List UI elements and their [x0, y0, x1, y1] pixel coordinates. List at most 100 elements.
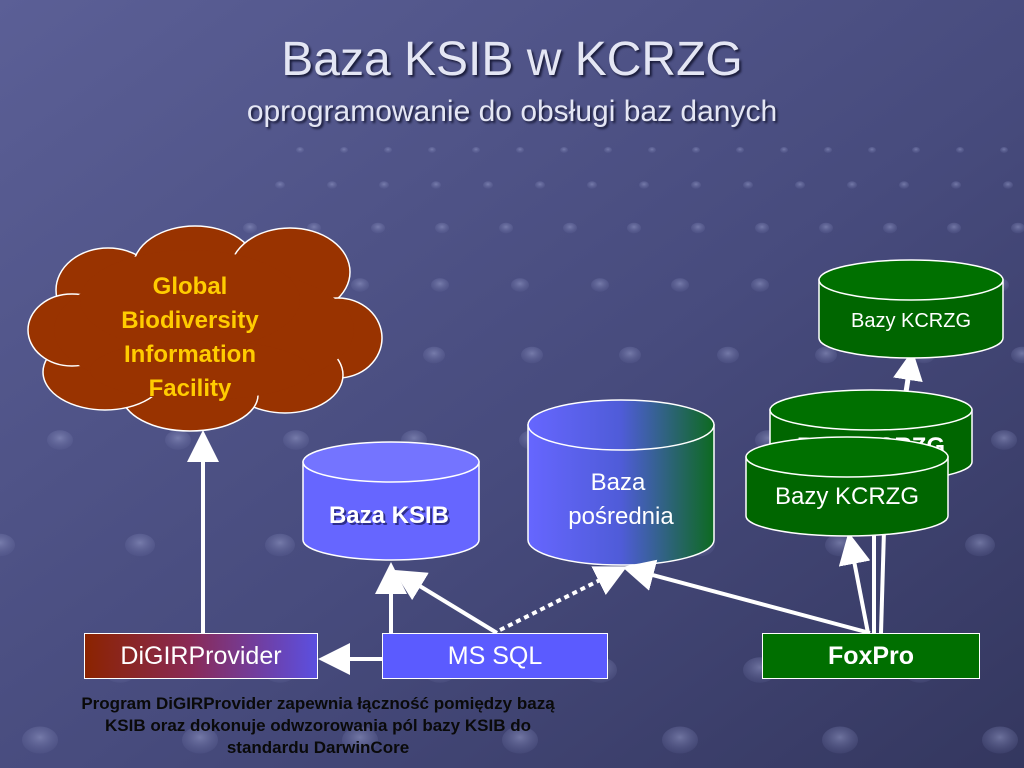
background-dot — [1011, 346, 1024, 364]
arrow-foxpro-to-kcrzg-front — [838, 532, 871, 634]
background-dot — [560, 147, 568, 153]
background-dot — [535, 181, 545, 189]
background-dot — [819, 222, 833, 234]
background-dot — [847, 181, 857, 189]
background-dot — [587, 181, 597, 189]
arrow-foxpro-up — [879, 529, 886, 634]
background-dot — [182, 726, 218, 754]
background-dot — [671, 278, 689, 292]
background-dot — [521, 346, 543, 364]
db-posrednia-cylinder: Baza pośrednia — [527, 399, 715, 566]
background-dot — [342, 726, 378, 754]
arrow-foxpro-to-posrednia — [622, 559, 871, 635]
background-dot — [563, 222, 577, 234]
background-dot — [435, 222, 449, 234]
background-dot — [296, 147, 304, 153]
background-dot — [639, 181, 649, 189]
background-dot — [1011, 222, 1024, 234]
db-kcrzg-top-label: Bazy KCRZG — [851, 310, 971, 332]
background-dot — [780, 147, 788, 153]
background-dot — [125, 533, 155, 557]
background-dot — [283, 430, 309, 450]
background-dot — [751, 278, 769, 292]
background-dot — [431, 278, 449, 292]
background-dot — [502, 726, 538, 754]
cloud-line: Information — [124, 341, 256, 368]
background-dot — [379, 181, 389, 189]
page-title: Baza KSIB w KCRZG — [281, 33, 743, 86]
background-dot — [275, 181, 285, 189]
background-dot — [340, 147, 348, 153]
db-ksib-label-shadow: Baza KSIB — [331, 504, 451, 531]
background-dot — [868, 147, 876, 153]
db-ksib-label: Baza KSIB — [329, 502, 449, 529]
background-dot — [743, 181, 753, 189]
background-dot — [1000, 147, 1008, 153]
background-dot — [472, 147, 480, 153]
db-kcrzg-top-cylinder: Bazy KCRZG — [818, 259, 1004, 359]
background-dot — [956, 147, 964, 153]
background-dot — [431, 181, 441, 189]
background-dot — [423, 346, 445, 364]
cloud-line: Biodiversity — [121, 307, 259, 334]
background-dot — [951, 181, 961, 189]
arrow-mssql-to-ksib — [393, 569, 499, 635]
background-dot — [22, 726, 58, 754]
background-dot — [824, 147, 832, 153]
db-kcrzg-front-label: Bazy KCRZG — [775, 483, 919, 510]
background-dot — [619, 346, 641, 364]
background-dot — [965, 533, 995, 557]
db-kcrzg-front-cylinder: Bazy KCRZG — [745, 436, 949, 537]
page-subtitle: oprogramowanie do obsługi baz danych — [246, 95, 778, 128]
background-dot — [717, 346, 739, 364]
background-dot — [1003, 181, 1013, 189]
caption-line: Program DiGIRProvider zapewnia łączność … — [81, 694, 555, 713]
arrow-mssql-to-posrednia — [499, 566, 628, 632]
background-dot — [899, 181, 909, 189]
digir-provider-box: DiGIRProvider — [84, 633, 318, 679]
background-dot — [692, 147, 700, 153]
background-dot — [815, 346, 837, 364]
cloud-line: Facility — [149, 375, 232, 402]
caption-line: standardu DarwinCore — [226, 738, 410, 757]
background-dot — [47, 430, 73, 450]
background-dot — [165, 430, 191, 450]
background-dot — [883, 222, 897, 234]
background-dot — [648, 147, 656, 153]
background-dot — [351, 278, 369, 292]
foxpro-box: FoxPro — [762, 633, 980, 679]
digir-provider-label: DiGIRProvider — [120, 641, 282, 670]
background-dot — [371, 222, 385, 234]
background-dot — [982, 726, 1018, 754]
ms-sql-box: MS SQL — [382, 633, 608, 679]
background-dot — [822, 726, 858, 754]
background-dot — [691, 222, 705, 234]
background-dot — [947, 222, 961, 234]
caption: Program DiGIRProvider zapewnia łączność … — [20, 693, 616, 759]
db-posrednia-line: Baza — [591, 469, 646, 496]
background-dot — [991, 430, 1017, 450]
db-posrednia-line: pośrednia — [568, 503, 674, 530]
background-dot — [483, 181, 493, 189]
background-dot — [511, 278, 529, 292]
background-dot — [428, 147, 436, 153]
background-dot — [327, 181, 337, 189]
background-dot — [0, 533, 15, 557]
ms-sql-label: MS SQL — [447, 641, 543, 670]
background-dot — [384, 147, 392, 153]
background-dot — [516, 147, 524, 153]
background-dot — [499, 222, 513, 234]
arrow-to-kcrzg-top — [893, 350, 923, 393]
background-dot — [662, 726, 698, 754]
background-dot — [591, 278, 609, 292]
foxpro-label: FoxPro — [827, 641, 915, 670]
background-dot — [604, 147, 612, 153]
background-dot — [243, 222, 257, 234]
db-ksib-cylinder: Baza KSIB Baza KSIB — [302, 441, 480, 561]
background-dot — [627, 222, 641, 234]
background-dot — [691, 181, 701, 189]
background-dot — [265, 533, 295, 557]
background-dot — [912, 147, 920, 153]
cloud-line: Global — [153, 273, 228, 300]
